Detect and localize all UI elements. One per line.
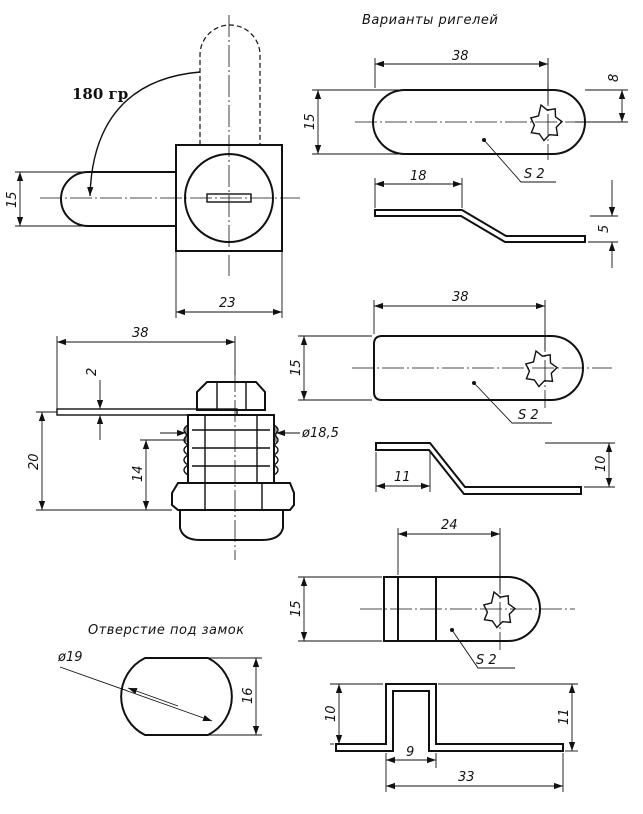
- latch-variants-title: Варианты ригелей: [362, 13, 498, 28]
- top-nut: [196, 381, 266, 411]
- latch-variant-3: 24 15 S 2 10 9 11 33: [289, 518, 578, 792]
- latch-left: [60, 171, 176, 227]
- mount-hole-title: Отверстие под замок: [88, 623, 245, 638]
- v3-width-label: 15: [289, 600, 304, 617]
- variant1-star-hole: [529, 103, 564, 142]
- side-diameter-label: ø18,5: [301, 426, 339, 441]
- v2-length-label: 38: [452, 290, 469, 305]
- front-width-label: 23: [219, 296, 236, 311]
- v1-length-label: 38: [452, 49, 469, 64]
- mount-hole-view: Отверстие под замок ø19 16: [57, 623, 262, 736]
- v3-flat-length-label: 9: [406, 745, 414, 760]
- v2-flat-length-label: 11: [394, 470, 411, 485]
- v2-step-label: 10: [594, 455, 609, 472]
- v1-width-label: 15: [303, 113, 318, 130]
- v1-flat-length-label: 18: [410, 169, 427, 184]
- cylinder-cap: [179, 510, 284, 541]
- mount-hole-outline: [120, 657, 233, 736]
- v1-step-label: 5: [597, 225, 612, 233]
- side-view: 38 2 20 14 ø18,5: [27, 326, 339, 560]
- hole-diameter-label: ø19: [57, 650, 83, 665]
- rotation-label: 180 гр: [72, 85, 128, 103]
- variant2-star-hole: [524, 349, 559, 388]
- variant1-plate: [372, 89, 586, 155]
- side-length-label: 38: [132, 326, 149, 341]
- variant1-profile: [374, 209, 586, 243]
- latch-rotated-outline: [199, 24, 261, 145]
- front-height-label: 15: [5, 191, 20, 208]
- v3-total-length-label: 33: [458, 770, 475, 785]
- variant3-plate: [383, 576, 541, 642]
- v1-thickness-label: S 2: [524, 167, 545, 182]
- rotation-arc: [87, 71, 201, 197]
- front-view: 180 гр 15 23: [5, 15, 300, 318]
- v3-left-height-label: 10: [324, 705, 339, 722]
- variant2-plate: [373, 335, 584, 401]
- v3-length-label: 24: [441, 518, 458, 533]
- v1-offset-label: 8: [607, 74, 622, 82]
- hole-flat-label: 16: [241, 687, 256, 704]
- side-thickness-label: 2: [85, 368, 100, 376]
- v2-thickness-label: S 2: [518, 408, 539, 423]
- threaded-barrel: [187, 414, 275, 484]
- variant3-star-hole: [482, 590, 517, 629]
- latch-variant-2: 38 15 S 2 11 10: [289, 290, 615, 495]
- variant3-profile: [335, 683, 564, 752]
- v3-thickness-label: S 2: [476, 653, 497, 668]
- bottom-nut: [171, 482, 295, 511]
- side-total-height-label: 20: [27, 453, 42, 470]
- variant2-profile: [375, 442, 582, 495]
- v2-width-label: 15: [289, 359, 304, 376]
- latch-variant-1: 38 15 8 S 2 18 5: [303, 49, 628, 268]
- v3-right-height-label: 11: [557, 708, 572, 725]
- side-thread-length-label: 14: [131, 465, 146, 482]
